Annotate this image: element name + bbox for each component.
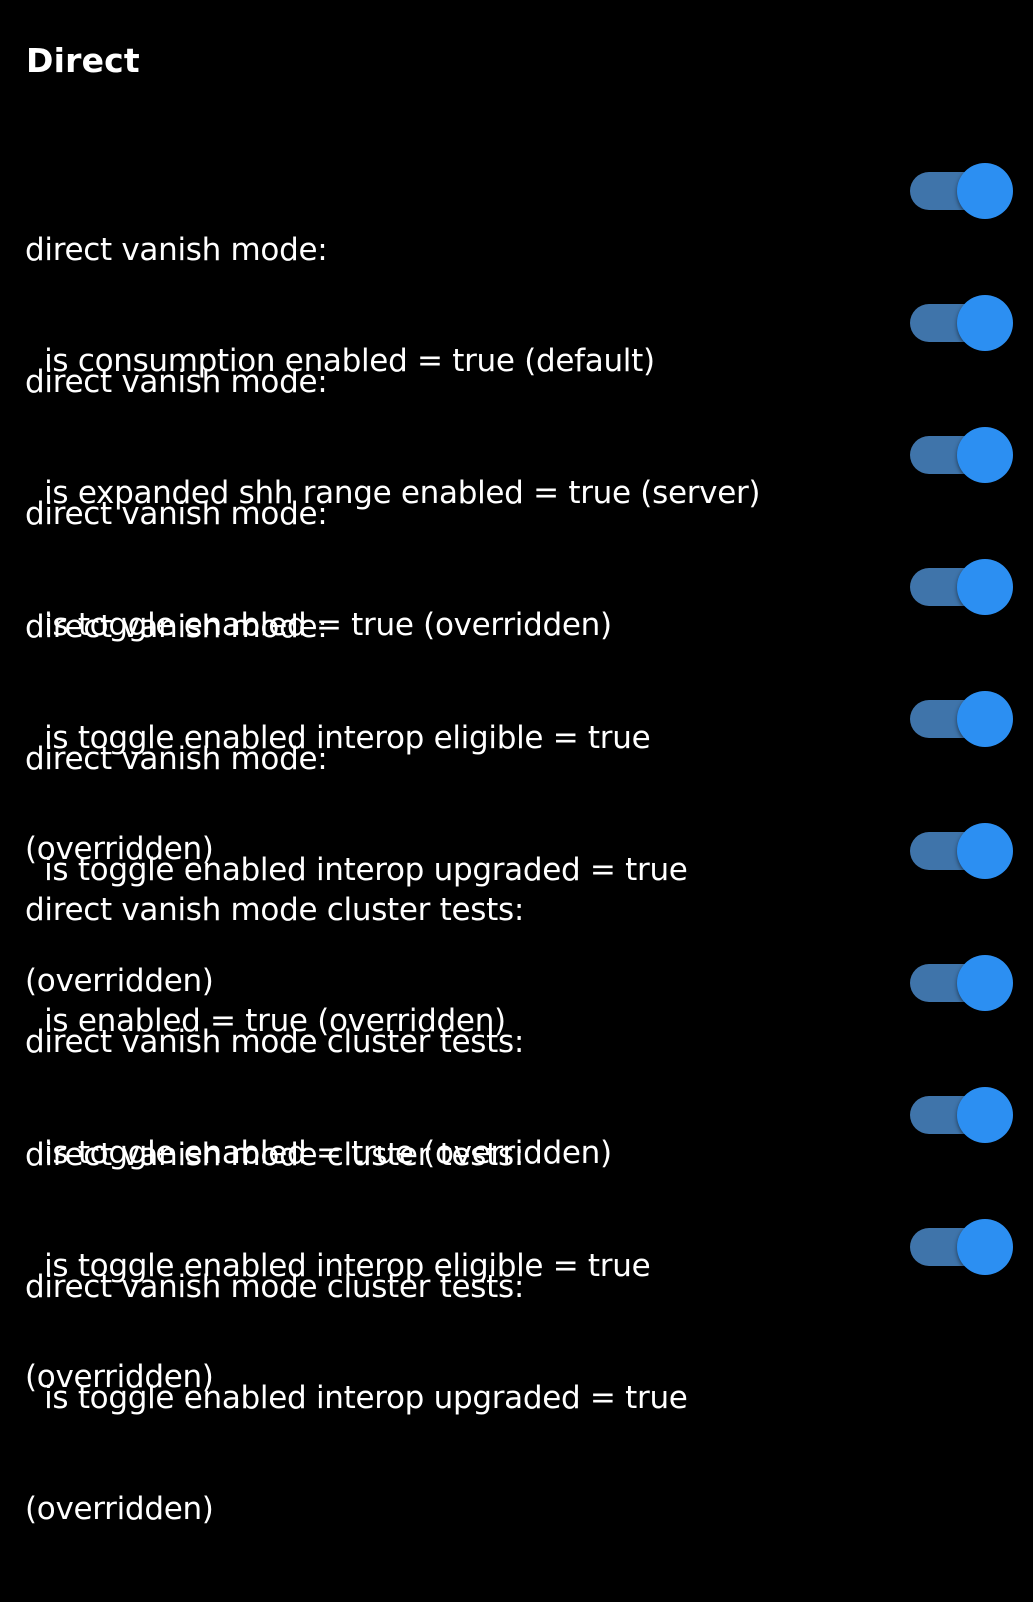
toggle-thumb bbox=[957, 427, 1013, 483]
toggle-thumb bbox=[957, 1087, 1013, 1143]
setting-label-line1: direct vanish mode cluster tests: bbox=[25, 1024, 525, 1060]
setting-label-line3: (overridden) bbox=[25, 831, 214, 867]
setting-label-line2: is enabled = true (overridden) bbox=[25, 1003, 506, 1039]
toggle-thumb bbox=[957, 1219, 1013, 1275]
setting-label: direct vanish mode cluster tests: is tog… bbox=[25, 1195, 885, 1602]
setting-label-line2: is consumption enabled = true (default) bbox=[25, 343, 655, 379]
setting-label-line1: direct vanish mode cluster tests: bbox=[25, 892, 525, 928]
setting-label: direct vanish mode: is expanded shh rang… bbox=[25, 290, 885, 586]
settings-list: direct vanish mode: is consumption enabl… bbox=[25, 158, 1015, 1527]
setting-label-line1: direct vanish mode cluster tests: bbox=[25, 1137, 525, 1173]
setting-label-line1: direct vanish mode: bbox=[25, 364, 328, 400]
setting-label-line2: is toggle enabled interop eligible = tru… bbox=[25, 1248, 651, 1284]
setting-label-line1: direct vanish mode: bbox=[25, 232, 328, 268]
section-header: Direct bbox=[26, 41, 140, 80]
setting-label: direct vanish mode: is consumption enabl… bbox=[25, 158, 885, 454]
setting-label-line1: direct vanish mode: bbox=[25, 741, 328, 777]
setting-label-line2: is toggle enabled interop upgraded = tru… bbox=[25, 1380, 688, 1416]
toggle-thumb bbox=[957, 955, 1013, 1011]
toggle-switch[interactable] bbox=[909, 558, 1015, 616]
setting-label-line2: is expanded shh range enabled = true (se… bbox=[25, 475, 761, 511]
toggle-thumb bbox=[957, 163, 1013, 219]
setting-label-line3: (overridden) bbox=[25, 963, 214, 999]
setting-label-line2: is toggle enabled interop upgraded = tru… bbox=[25, 852, 688, 888]
setting-label-line1: direct vanish mode cluster tests: bbox=[25, 1269, 525, 1305]
setting-label: direct vanish mode cluster tests: is ena… bbox=[25, 818, 885, 1114]
toggle-switch[interactable] bbox=[909, 294, 1015, 352]
setting-label-line2: is toggle enabled interop eligible = tru… bbox=[25, 720, 651, 756]
toggle-thumb bbox=[957, 823, 1013, 879]
toggle-switch[interactable] bbox=[909, 690, 1015, 748]
setting-label: direct vanish mode: is toggle enabled = … bbox=[25, 422, 885, 718]
setting-label: direct vanish mode: is toggle enabled in… bbox=[25, 535, 885, 942]
toggle-switch[interactable] bbox=[909, 822, 1015, 880]
toggle-thumb bbox=[957, 691, 1013, 747]
setting-label-line1: direct vanish mode: bbox=[25, 496, 328, 532]
setting-label-line2: is toggle enabled = true (overridden) bbox=[25, 1135, 612, 1171]
setting-label: direct vanish mode cluster tests: is tog… bbox=[25, 950, 885, 1246]
toggle-switch[interactable] bbox=[909, 1086, 1015, 1144]
toggle-thumb bbox=[957, 295, 1013, 351]
setting-label-line3: (overridden) bbox=[25, 1491, 214, 1527]
toggle-switch[interactable] bbox=[909, 426, 1015, 484]
toggle-switch[interactable] bbox=[909, 1218, 1015, 1276]
toggle-thumb bbox=[957, 559, 1013, 615]
toggle-switch[interactable] bbox=[909, 162, 1015, 220]
setting-label-line1: direct vanish mode: bbox=[25, 609, 328, 645]
toggle-switch[interactable] bbox=[909, 954, 1015, 1012]
setting-label-line2: is toggle enabled = true (overridden) bbox=[25, 607, 612, 643]
setting-label: direct vanish mode: is toggle enabled in… bbox=[25, 667, 885, 1074]
